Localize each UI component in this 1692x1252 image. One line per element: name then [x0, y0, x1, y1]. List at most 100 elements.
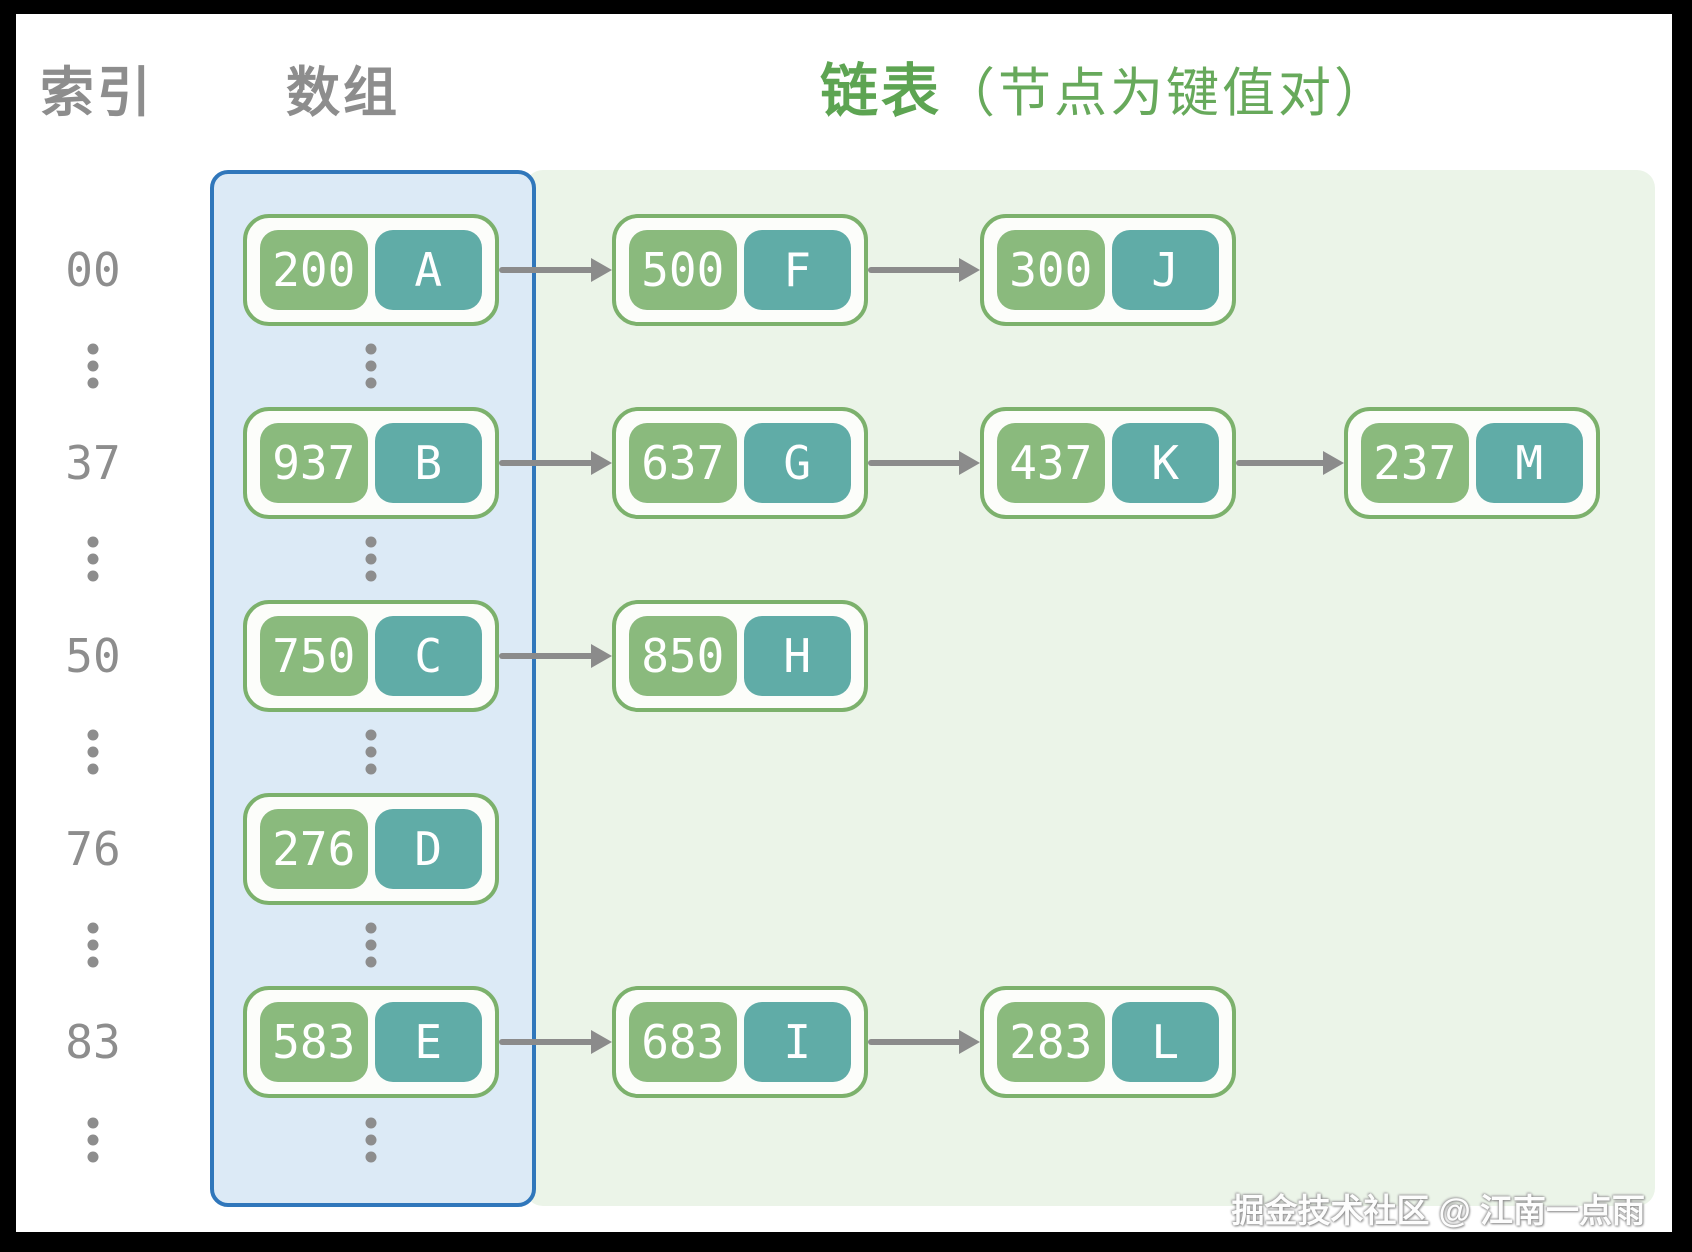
ellipsis-dot — [365, 1117, 377, 1129]
arrow-line — [499, 1039, 596, 1045]
node-key: 637 — [629, 423, 737, 503]
ellipsis-dot — [87, 956, 99, 968]
node-value: G — [743, 423, 851, 503]
ellipsis-dot — [365, 763, 377, 775]
next-pointer-arrow — [868, 451, 980, 475]
ellipsis-dot — [365, 377, 377, 389]
ellipsis-dot — [87, 939, 99, 951]
arrow-head-icon — [1323, 451, 1344, 475]
ellipsis-dot — [87, 746, 99, 758]
ellipsis-dot — [87, 1151, 99, 1163]
arrow-head-icon — [591, 1030, 612, 1054]
node-key: 276 — [260, 809, 368, 889]
node-value: D — [374, 809, 482, 889]
column-header-array: 数组 — [286, 63, 400, 123]
ellipsis-dot — [87, 763, 99, 775]
next-pointer-arrow — [868, 1030, 980, 1054]
node-key: 437 — [997, 423, 1105, 503]
arrow-line — [499, 653, 596, 659]
ellipsis-dot — [365, 746, 377, 758]
arrow-head-icon — [959, 451, 980, 475]
ellipsis-dot — [365, 1151, 377, 1163]
ellipsis-dot — [365, 729, 377, 741]
node-value: A — [374, 230, 482, 310]
index-label: 76 — [65, 822, 121, 876]
next-pointer-arrow — [868, 258, 980, 282]
ellipsis-dots — [365, 729, 377, 775]
ellipsis-dot — [365, 922, 377, 934]
node-value: K — [1111, 423, 1219, 503]
node-key: 937 — [260, 423, 368, 503]
ellipsis-dots — [365, 1117, 377, 1163]
next-pointer-arrow — [1236, 451, 1344, 475]
ellipsis-dots — [87, 536, 99, 582]
arrow-head-icon — [591, 258, 612, 282]
arrow-head-icon — [591, 644, 612, 668]
column-header-index: 索引 — [40, 63, 154, 123]
arrow-line — [868, 267, 964, 273]
index-label: 83 — [65, 1015, 121, 1069]
ellipsis-dot — [87, 922, 99, 934]
ellipsis-dot — [87, 1134, 99, 1146]
node-value: H — [743, 616, 851, 696]
node-value: F — [743, 230, 851, 310]
ellipsis-dot — [365, 343, 377, 355]
linked-list-title: 链表 — [820, 59, 943, 124]
node-value: J — [1111, 230, 1219, 310]
ellipsis-dots — [87, 729, 99, 775]
arrow-line — [868, 1039, 964, 1045]
ellipsis-dot — [365, 536, 377, 548]
arrow-line — [499, 267, 596, 273]
ellipsis-dots — [87, 922, 99, 968]
ellipsis-dots — [365, 536, 377, 582]
arrow-head-icon — [959, 258, 980, 282]
linked-list-note: （节点为键值对） — [942, 64, 1391, 123]
node-key: 500 — [629, 230, 737, 310]
node-value: C — [374, 616, 482, 696]
next-pointer-arrow — [499, 1030, 612, 1054]
node-key: 683 — [629, 1002, 737, 1082]
ellipsis-dot — [365, 956, 377, 968]
arrow-line — [868, 460, 964, 466]
node-value: M — [1475, 423, 1583, 503]
node-key: 850 — [629, 616, 737, 696]
node-key: 283 — [997, 1002, 1105, 1082]
arrow-head-icon — [959, 1030, 980, 1054]
index-label: 37 — [65, 436, 121, 490]
ellipsis-dots — [365, 343, 377, 389]
arrow-line — [1236, 460, 1328, 466]
index-label: 00 — [65, 243, 121, 297]
node-key: 583 — [260, 1002, 368, 1082]
next-pointer-arrow — [499, 258, 612, 282]
node-key: 237 — [1361, 423, 1469, 503]
ellipsis-dot — [87, 729, 99, 741]
ellipsis-dot — [365, 1134, 377, 1146]
ellipsis-dots — [87, 1117, 99, 1163]
ellipsis-dot — [365, 939, 377, 951]
ellipsis-dot — [87, 553, 99, 565]
node-key: 300 — [997, 230, 1105, 310]
node-value: L — [1111, 1002, 1219, 1082]
next-pointer-arrow — [499, 451, 612, 475]
next-pointer-arrow — [499, 644, 612, 668]
node-value: I — [743, 1002, 851, 1082]
node-key: 200 — [260, 230, 368, 310]
watermark: 掘金技术社区 @ 江南一点雨 — [1231, 1192, 1645, 1229]
ellipsis-dot — [87, 1117, 99, 1129]
ellipsis-dot — [365, 360, 377, 372]
ellipsis-dot — [87, 570, 99, 582]
node-key: 750 — [260, 616, 368, 696]
ellipsis-dots — [87, 343, 99, 389]
